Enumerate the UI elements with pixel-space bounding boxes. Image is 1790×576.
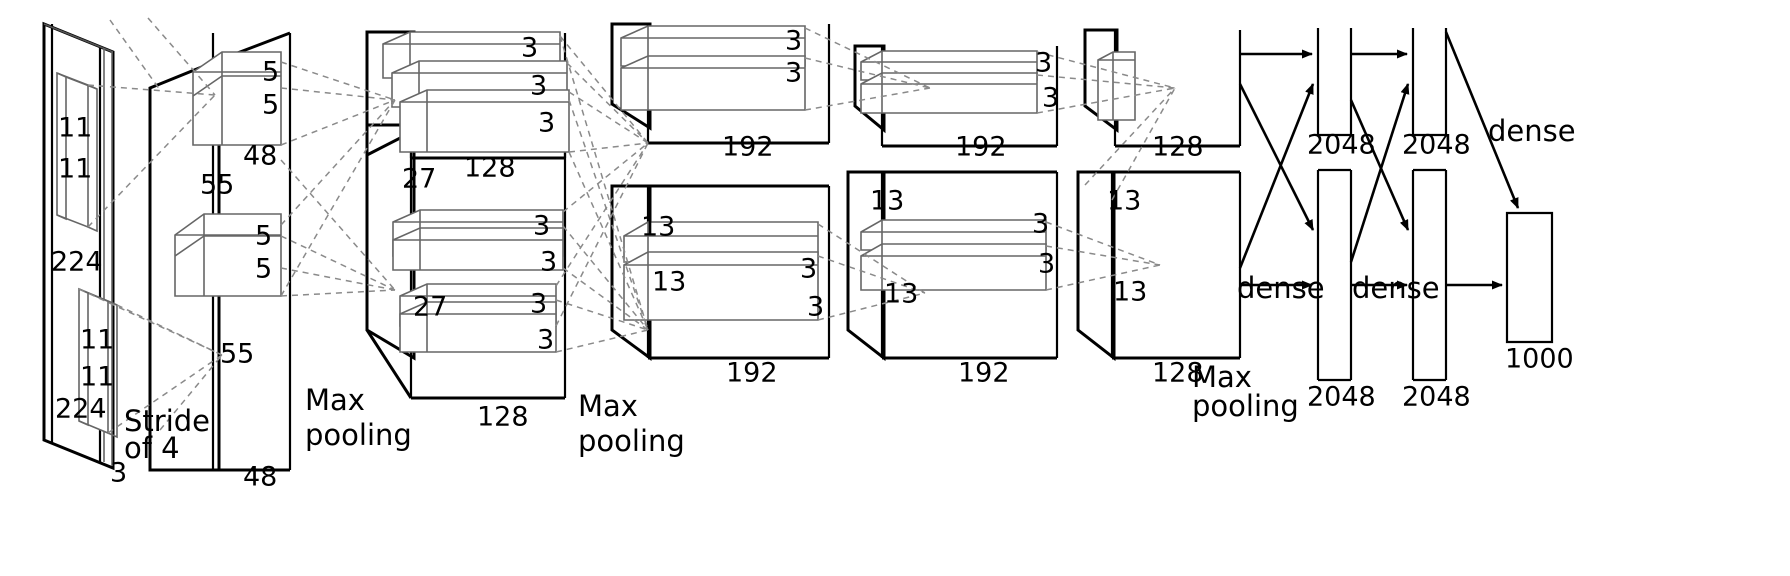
label-conv5-size-bottom: 13: [1113, 277, 1147, 308]
label-input-height: 224: [51, 247, 103, 278]
label-kernel5-b1: 3: [1032, 209, 1049, 240]
label-dense-1: dense: [1237, 271, 1325, 305]
receptive-field-patch-top: [56, 71, 98, 233]
label-conv3-size-bottom: 13: [652, 267, 686, 298]
label-kernel2-bottom-a: 5: [255, 221, 272, 252]
label-conv5-top-depth: 128: [1152, 132, 1204, 163]
label-conv4-size-top: 13: [870, 186, 904, 217]
label-kernel3-t2: 3: [530, 71, 547, 102]
label-conv1-bottom-depth: 48: [243, 462, 277, 493]
conv1-kernel-bottom: [174, 213, 282, 297]
input-volume: [42, 21, 115, 471]
label-kernel3-b4: 3: [537, 325, 554, 356]
conv3-kernel-bottom: [623, 221, 819, 321]
label-conv4-size-bottom: 13: [884, 279, 918, 310]
fc2-top-column: [1411, 28, 1448, 137]
label-input-width: 224: [55, 394, 107, 425]
label-kernel1-d: 11: [80, 362, 114, 393]
conv5-kernel-top: [1097, 51, 1136, 121]
label-conv4-top-depth: 192: [955, 132, 1007, 163]
label-kernel3-t1: 3: [521, 33, 538, 64]
label-dense-3: dense: [1488, 114, 1576, 148]
label-kernel2-top-b: 5: [262, 90, 279, 121]
label-kernel4-t1: 3: [785, 26, 802, 57]
label-conv2-size-top: 27: [402, 164, 436, 195]
label-conv5-size-top: 13: [1107, 186, 1141, 217]
label-kernel1-b: 11: [58, 154, 92, 185]
label-conv3-bottom-depth: 192: [726, 358, 778, 389]
conv3-kernel-top: [620, 25, 806, 111]
label-kernel1-c: 11: [80, 325, 114, 356]
label-conv4-bottom-depth: 192: [958, 358, 1010, 389]
label-fc2-bottom: 2048: [1402, 382, 1471, 413]
label-conv2-size-bottom: 27: [413, 292, 447, 323]
label-conv5-bottom-depth: 128: [1152, 358, 1204, 389]
label-maxpool3-line2: pooling: [1192, 389, 1299, 423]
label-fc2-top: 2048: [1402, 130, 1471, 161]
label-stride-line2: of 4: [124, 431, 180, 465]
label-kernel3-b1: 3: [533, 211, 550, 242]
label-conv2-bottom-depth: 128: [477, 402, 529, 433]
label-maxpool2-line1: Max: [578, 389, 638, 423]
label-input-depth: 3: [110, 458, 127, 489]
label-kernel4-b2: 3: [807, 292, 824, 323]
label-kernel3-b3: 3: [530, 289, 547, 320]
label-maxpool3-line1: Max: [1192, 360, 1252, 394]
label-conv2-top-depth: 128: [464, 153, 516, 184]
label-kernel4-b1: 3: [800, 254, 817, 285]
conv4-kernel-top: [860, 50, 1038, 114]
label-fc1-bottom: 2048: [1307, 382, 1376, 413]
fc1-bottom-column: [1316, 168, 1353, 382]
label-kernel5-t2: 3: [1042, 83, 1059, 114]
dense-arrows: [1238, 31, 1520, 290]
label-conv1-top-size: 55: [200, 170, 234, 201]
conv2-kernel-top: [382, 31, 570, 153]
label-kernel3-t3: 3: [538, 108, 555, 139]
label-kernel5-t1: 3: [1035, 48, 1052, 79]
label-kernel2-bottom-b: 5: [255, 254, 272, 285]
label-kernel1-a: 11: [58, 113, 92, 144]
conv4-kernel-bottom: [860, 219, 1047, 291]
label-kernel2-top-a: 5: [262, 57, 279, 88]
label-conv3-size-top: 13: [641, 212, 675, 243]
label-conv1-top-depth: 48: [243, 141, 277, 172]
label-fc1-top: 2048: [1307, 130, 1376, 161]
label-conv1-bottom-size: 55: [220, 339, 254, 370]
conv2-kernel-bottom: [392, 209, 564, 353]
output-column-1000: [1505, 211, 1554, 344]
label-maxpool2-line2: pooling: [578, 424, 685, 458]
label-kernel4-t2: 3: [785, 58, 802, 89]
label-stride-line1: Stride: [124, 404, 210, 438]
fc1-top-column: [1316, 28, 1353, 137]
text-labels: 11 11 224 11 11 224 3 Stride of 4 5 5 48…: [51, 26, 1576, 493]
label-conv3-top-depth: 192: [722, 132, 774, 163]
label-kernel5-b2: 3: [1038, 249, 1055, 280]
label-maxpool1-line1: Max: [305, 383, 365, 417]
receptive-field-patch-bottom: [78, 287, 118, 439]
fc2-bottom-column: [1411, 168, 1448, 382]
label-output: 1000: [1505, 344, 1574, 375]
label-dense-2: dense: [1352, 271, 1440, 305]
label-kernel3-b2: 3: [540, 247, 557, 278]
projection-lines: [78, 17, 1176, 434]
label-maxpool1-line2: pooling: [305, 418, 412, 452]
conv1-kernel-top: [192, 51, 282, 146]
conv4-bottom-volume: [846, 170, 1059, 362]
